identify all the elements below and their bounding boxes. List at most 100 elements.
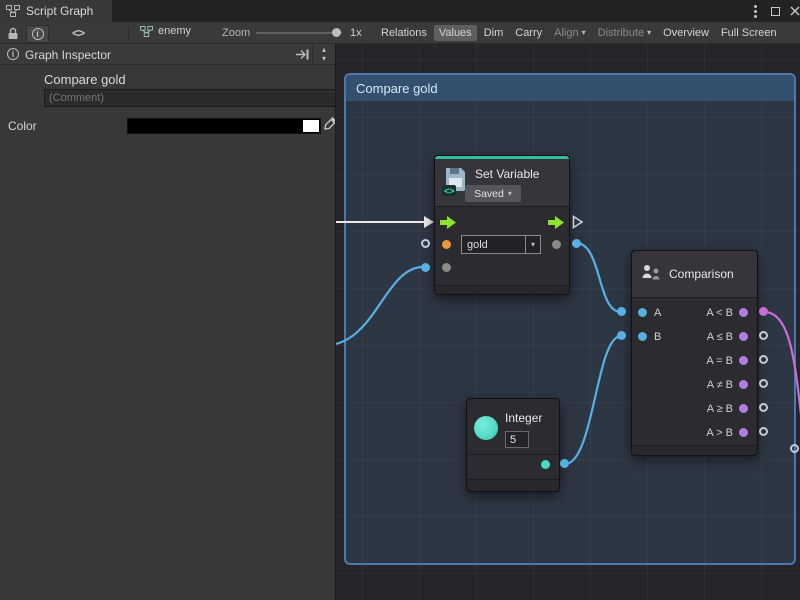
dock-icon[interactable]: [296, 49, 309, 60]
node-accent-bar: [435, 156, 569, 159]
ext-port-variable-name-empty[interactable]: [421, 239, 430, 248]
ext-port-a-gte-b-empty[interactable]: [759, 403, 768, 412]
wire-set-variable-to-comparison-a[interactable]: [574, 241, 623, 314]
output-a-gte-b-port[interactable]: [739, 404, 748, 413]
zoom-slider-handle[interactable]: [332, 28, 341, 37]
output-a-lte-b-port[interactable]: [739, 332, 748, 341]
ext-port-a-eq-b-empty[interactable]: [759, 355, 768, 364]
code-icon[interactable]: <>: [72, 26, 85, 40]
color-swatch-highlight: [303, 120, 319, 132]
graph-owner-item[interactable]: enemy: [140, 25, 191, 37]
values-button[interactable]: Values: [433, 25, 477, 41]
output-a-neq-b-port[interactable]: [739, 380, 748, 389]
panel-spinner[interactable]: ▴ ▾: [317, 45, 331, 63]
toolbar-buttons: Relations Values Dim Carry Align▾ Distri…: [376, 24, 782, 42]
variable-select-dropdown[interactable]: gold ▾: [461, 235, 541, 254]
node-title: Comparison: [669, 267, 734, 281]
align-dropdown-button[interactable]: Align▾: [554, 27, 586, 39]
inspected-graph-title: Compare gold: [44, 72, 126, 87]
ext-port-a-neq-b-empty[interactable]: [759, 379, 768, 388]
ext-port-a-lte-b-empty[interactable]: [759, 331, 768, 340]
integer-output-port[interactable]: [541, 460, 550, 469]
close-icon: [790, 6, 800, 16]
spinner-up-icon: ▴: [321, 45, 326, 54]
ext-port-a-gt-b-empty[interactable]: [759, 427, 768, 436]
chevron-down-icon: ▾: [647, 28, 652, 37]
tab-script-graph[interactable]: Script Graph: [0, 0, 112, 22]
graph-toolbar: i <> enemy Zoom 1x Relations Values Dim …: [0, 22, 800, 44]
group-header[interactable]: Compare gold: [346, 75, 794, 101]
lock-icon[interactable]: [7, 27, 19, 40]
node-set-variable[interactable]: <> Set Variable Saved ▾ gold ▾: [434, 155, 570, 295]
full-screen-button[interactable]: Full Screen: [720, 27, 777, 39]
output-a-lt-b-port[interactable]: [739, 308, 748, 317]
wires-layer: [336, 216, 800, 466]
output-a-gt-b-port[interactable]: [739, 428, 748, 437]
flow-output-port[interactable]: [548, 216, 564, 229]
variable-kind-dropdown[interactable]: Saved ▾: [465, 185, 521, 202]
script-graph-icon: [6, 5, 20, 17]
integer-value-input[interactable]: [505, 431, 529, 448]
zoom-slider-track[interactable]: [256, 32, 342, 34]
node-title: Integer: [505, 411, 543, 425]
value-input-port[interactable]: [442, 263, 451, 272]
save-variable-icon: <>: [442, 168, 465, 196]
distribute-dropdown-button[interactable]: Distribute▾: [597, 27, 652, 39]
graph-owner-icon: [140, 25, 153, 37]
window-menu-button[interactable]: [746, 0, 764, 22]
ext-port-offscreen-node[interactable]: [790, 444, 799, 453]
node-integer[interactable]: Integer: [466, 398, 560, 492]
ext-port-integer-out[interactable]: [560, 459, 569, 468]
ext-port-a-lt-b-connected[interactable]: [759, 307, 768, 316]
output-a-eq-b-port[interactable]: [739, 356, 748, 365]
wire-offscreen-to-set-variable-value[interactable]: [336, 265, 425, 345]
graph-owner-label: enemy: [158, 25, 192, 37]
input-a-port[interactable]: [638, 308, 647, 317]
group-title: Compare gold: [356, 80, 438, 96]
variable-name-port[interactable]: [442, 240, 451, 249]
toolbar-divider: [128, 27, 129, 39]
input-b-label: B: [654, 331, 662, 343]
comment-input[interactable]: [44, 89, 336, 107]
node-footer: [632, 445, 757, 455]
output-label: A < B: [706, 307, 733, 319]
wire-comparison-result-offscreen[interactable]: [762, 310, 800, 424]
wire-integer-to-comparison-b[interactable]: [563, 334, 623, 466]
value-output-port[interactable]: [552, 240, 561, 249]
comparison-icon: [642, 265, 660, 280]
color-swatch[interactable]: [127, 118, 321, 134]
ext-port-flow-out-empty[interactable]: [572, 215, 584, 229]
chevron-down-icon: ▾: [581, 28, 586, 37]
svg-text:<>: <>: [444, 186, 455, 196]
input-b-port[interactable]: [638, 332, 647, 341]
tab-label: Script Graph: [26, 4, 94, 18]
flow-wire-arrowhead: [424, 216, 434, 228]
color-label: Color: [8, 119, 37, 133]
graph-inspector-toggle-button[interactable]: i: [26, 25, 49, 43]
zoom-label: Zoom: [222, 27, 251, 39]
graph-inspector-header: i Graph Inspector ▴ ▾: [0, 44, 335, 65]
maximize-button[interactable]: [766, 0, 784, 22]
close-button[interactable]: [786, 0, 800, 22]
node-comparison[interactable]: Comparison A B A < B A ≤ B A = B A ≠ B A…: [631, 250, 758, 456]
node-title: Set Variable: [475, 167, 540, 181]
dim-button[interactable]: Dim: [483, 27, 504, 39]
graph-canvas[interactable]: Compare gold <> Set Variable Saved ▾: [335, 44, 800, 600]
relations-button[interactable]: Relations: [381, 27, 427, 39]
zoom-value: 1x: [350, 27, 362, 39]
chevron-down-icon: ▾: [530, 239, 535, 249]
graph-inspector-title: Graph Inspector: [25, 48, 112, 62]
overview-button[interactable]: Overview: [663, 27, 709, 39]
output-label: A = B: [706, 355, 733, 367]
ext-port-comparison-b[interactable]: [617, 331, 626, 340]
carry-button[interactable]: Carry: [515, 27, 543, 39]
title-bar: Script Graph: [0, 0, 800, 22]
ext-port-set-variable-value-out[interactable]: [572, 239, 581, 248]
flow-input-port[interactable]: [440, 216, 456, 229]
node-footer: [435, 285, 569, 294]
ext-port-comparison-a[interactable]: [617, 307, 626, 316]
ext-port-set-variable-value-in[interactable]: [421, 263, 430, 272]
eyedropper-icon[interactable]: [324, 116, 337, 131]
header-divider: [312, 44, 313, 65]
